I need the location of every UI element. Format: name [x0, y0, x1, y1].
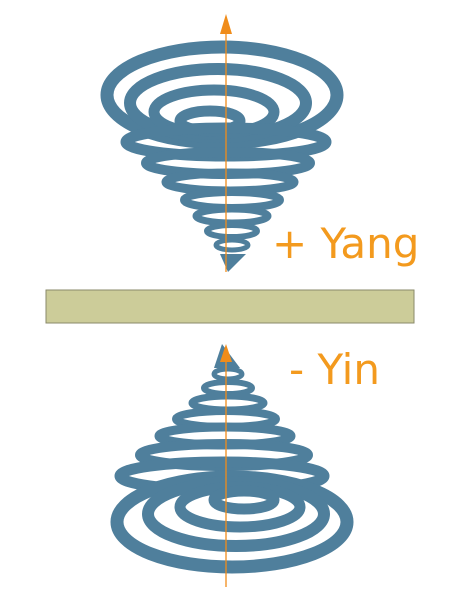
- lower-vortex-cone-icon: [110, 344, 354, 574]
- yin-label: - Yin: [289, 345, 380, 394]
- lower-vortex-band: [201, 379, 255, 397]
- lower-axis-arrow: [220, 344, 232, 587]
- upper-vortex-band: [204, 222, 260, 240]
- upper-axis-arrow: [220, 14, 232, 272]
- upper-vortex-band: [213, 237, 251, 253]
- upper-vortex-band: [100, 40, 344, 150]
- upper-vortex-band: [192, 205, 272, 227]
- upper-vortex-tip: [220, 254, 246, 272]
- yang-label: + Yang: [272, 219, 419, 268]
- separator-plate: [45, 289, 415, 324]
- lower-vortex-band: [208, 485, 280, 515]
- lower-vortex-band: [211, 366, 245, 382]
